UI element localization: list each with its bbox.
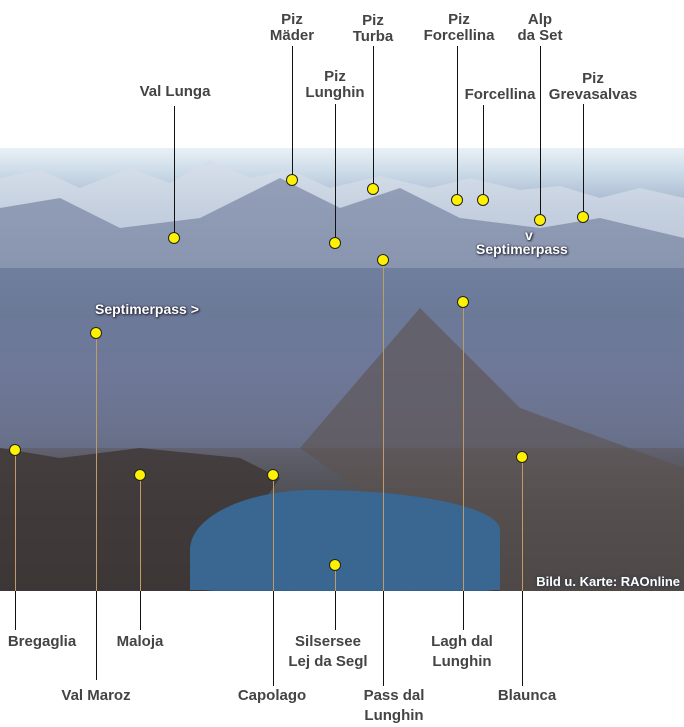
maloja-marker	[134, 469, 146, 481]
blaunca-label: Blaunca	[498, 688, 556, 704]
piz-turba-marker	[367, 183, 379, 195]
label-line: Piz	[324, 68, 346, 85]
forcellina-leader-line	[483, 105, 484, 200]
label-line: Bregaglia	[7, 633, 77, 650]
bregaglia-marker	[9, 444, 21, 456]
bregaglia-leader-line	[15, 450, 16, 630]
piz-lunghin-marker	[329, 237, 341, 249]
label-line: Piz	[448, 11, 470, 28]
capolago-marker	[267, 469, 279, 481]
label-line: Lej da Segl	[288, 653, 368, 670]
piz-maeder-leader-line	[292, 46, 293, 180]
septimerpass-right-label: Septimerpass	[476, 241, 568, 257]
label-line: Piz	[582, 70, 604, 87]
image-credit: Bild u. Karte: RAOnline	[536, 574, 680, 589]
label-line: da Set	[517, 27, 563, 44]
label-line: Val Lunga	[139, 83, 211, 100]
label-line: Piz	[362, 12, 384, 29]
val-lunga-leader-line	[174, 106, 175, 238]
val-maroz-marker	[90, 327, 102, 339]
label-line: Turba	[352, 28, 394, 45]
val-maroz-label: Val Maroz	[61, 688, 130, 704]
septimerpass-left-label: Septimerpass >	[95, 301, 199, 317]
silsersee-leader-line	[335, 565, 336, 630]
label-line: Forcellina	[423, 27, 495, 44]
septimerpass-arrow: v	[525, 227, 533, 243]
forcellina-label: Forcellina	[465, 87, 536, 103]
silsersee-lake	[190, 490, 500, 590]
lagh-dal-lunghin-leader-line	[463, 302, 464, 630]
label-line: Grevasalvas	[548, 86, 638, 103]
label-line: Maloja	[116, 633, 164, 650]
piz-maeder-marker	[286, 174, 298, 186]
capolago-leader-line	[273, 475, 274, 686]
label-line: Pass dal	[363, 687, 425, 704]
piz-forcellina-marker	[451, 194, 463, 206]
label-line: Forcellina	[464, 86, 536, 103]
blaunca-leader-line	[522, 457, 523, 686]
forcellina-marker	[477, 194, 489, 206]
bregaglia-label: Bregaglia	[8, 634, 76, 650]
piz-turba-leader-line	[373, 46, 374, 189]
blaunca-marker	[516, 451, 528, 463]
label-line: Capolago	[237, 687, 307, 704]
piz-lunghin-leader-line	[335, 104, 336, 243]
label-line: Val Maroz	[61, 687, 131, 704]
label-line: Blaunca	[497, 687, 557, 704]
alp-da-set-marker	[534, 214, 546, 226]
piz-forcellina-leader-line	[457, 46, 458, 200]
val-lunga-marker	[168, 232, 180, 244]
label-line: Mäder	[269, 27, 315, 44]
lagh-dal-lunghin-marker	[457, 296, 469, 308]
maloja-label: Maloja	[117, 634, 164, 650]
val-maroz-leader-line	[96, 333, 97, 680]
piz-grevasalvas-leader-line	[583, 104, 584, 217]
silsersee-marker	[329, 559, 341, 571]
alp-da-set-leader-line	[540, 46, 541, 220]
piz-grevasalvas-marker	[577, 211, 589, 223]
val-lunga-label: Val Lunga	[140, 84, 211, 100]
label-line: Alp	[527, 11, 553, 28]
label-line: Lagh dal	[431, 633, 493, 650]
pass-dal-lunghin-leader-line	[383, 260, 384, 686]
pass-dal-lunghin-marker	[377, 254, 389, 266]
label-line: Lunghin	[364, 707, 424, 724]
label-line: Piz	[281, 11, 303, 28]
maloja-leader-line	[140, 475, 141, 630]
label-line: Lunghin	[432, 653, 492, 670]
capolago-label: Capolago	[238, 688, 306, 704]
label-line: Silsersee	[295, 633, 361, 650]
label-line: Lunghin	[305, 84, 365, 101]
